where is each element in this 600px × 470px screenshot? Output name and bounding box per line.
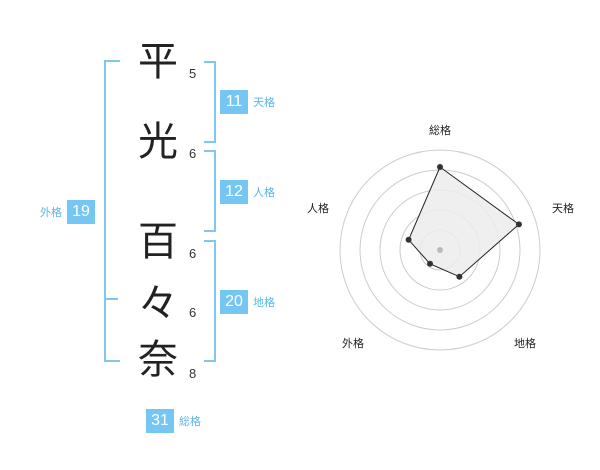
name-char-1: 平 bbox=[138, 39, 178, 85]
gaikaku-bracket bbox=[104, 60, 120, 362]
radar-points bbox=[405, 164, 522, 280]
name-char-4: 々 bbox=[138, 281, 178, 327]
tenkaku-badge: 11 天格 bbox=[220, 90, 275, 114]
gaikaku-label: 外格 bbox=[40, 206, 62, 219]
radar-grid-ring bbox=[339, 149, 541, 351]
tenkaku-label: 天格 bbox=[253, 96, 275, 109]
gaikaku-bracket-tick bbox=[104, 298, 118, 300]
gaikaku-value: 19 bbox=[67, 200, 95, 224]
tenkaku-value: 11 bbox=[220, 90, 248, 114]
jinkaku-badge: 12 人格 bbox=[220, 180, 275, 204]
name-char-5: 奈 bbox=[138, 337, 178, 383]
name-char-2: 光 bbox=[138, 119, 178, 165]
radar-point-soukaku bbox=[437, 164, 443, 170]
radar-center-dot bbox=[437, 247, 443, 253]
radar-point-tenkaku bbox=[515, 221, 522, 228]
soukaku-value: 31 bbox=[146, 409, 174, 433]
radar-point-jinkaku bbox=[405, 236, 412, 243]
radar-label-soukaku: 総格 bbox=[429, 123, 451, 137]
stroke-count-2: 6 bbox=[189, 146, 197, 161]
radar-point-gaikaku bbox=[427, 260, 434, 267]
chikaku-badge: 20 地格 bbox=[220, 290, 275, 314]
soukaku-badge: 31 総格 bbox=[146, 409, 201, 433]
radar-label-tenkaku: 天格 bbox=[552, 201, 574, 215]
chikaku-value: 20 bbox=[220, 290, 248, 314]
chikaku-bracket bbox=[204, 240, 216, 362]
gaikaku-badge: 外格 19 bbox=[40, 200, 95, 224]
radar-point-chikaku bbox=[456, 273, 463, 280]
radar-area bbox=[408, 166, 520, 278]
chikaku-label: 地格 bbox=[253, 296, 275, 309]
soukaku-label: 総格 bbox=[179, 415, 201, 428]
stroke-count-5: 8 bbox=[189, 366, 197, 381]
tenkaku-bracket bbox=[204, 61, 216, 143]
radar-label-jinkaku: 人格 bbox=[307, 201, 329, 215]
stroke-count-3: 6 bbox=[189, 246, 197, 261]
stroke-count-4: 6 bbox=[189, 305, 197, 320]
jinkaku-bracket bbox=[204, 150, 216, 232]
radar-label-chikaku: 地格 bbox=[514, 336, 536, 350]
stroke-count-1: 5 bbox=[189, 66, 197, 81]
radar-label-gaikaku: 外格 bbox=[342, 336, 364, 350]
name-char-3: 百 bbox=[138, 219, 178, 265]
jinkaku-value: 12 bbox=[220, 180, 248, 204]
jinkaku-label: 人格 bbox=[253, 186, 275, 199]
